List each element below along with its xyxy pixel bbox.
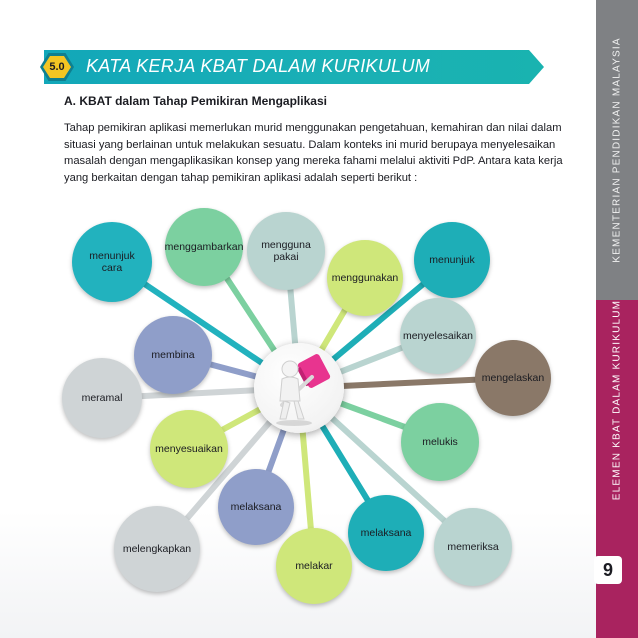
verb-label: melengkapkan — [122, 543, 192, 555]
verb-label: mengelaskan — [481, 372, 545, 384]
verb-label: menggambarkan — [164, 241, 244, 253]
verb-bubble-memeriksa: memeriksa — [434, 508, 512, 586]
verb-label: meramal — [81, 392, 123, 404]
verb-bubble-melaksana-2: melaksana — [348, 495, 424, 571]
verb-bubble-menunjuk: menunjuk — [414, 222, 490, 298]
verb-bubble-mengelaskan: mengelaskan — [475, 340, 551, 416]
verb-bubble-melengkapkan: melengkapkan — [114, 506, 200, 592]
section-header-bar — [44, 50, 544, 84]
verb-label: menunjuk — [429, 254, 475, 266]
verb-bubble-meramal: meramal — [62, 358, 142, 438]
verb-label: menunjuk cara — [89, 250, 135, 274]
chapter-label: ELEMEN KBAT DALAM KURIKULUM — [611, 299, 623, 501]
verb-bubble-menyelesaikan: menyelesaikan — [400, 298, 476, 374]
verb-label: membina — [151, 349, 195, 361]
verb-bubble-menggambarkan: menggambarkan — [165, 208, 243, 286]
verb-bubble-menyesuaikan: menyesuaikan — [150, 410, 228, 488]
verb-label: memeriksa — [447, 541, 499, 553]
section-title: KATA KERJA KBAT DALAM KURIKULUM — [86, 56, 431, 76]
verb-bubble-menggunakan: menggunakan — [327, 240, 403, 316]
intro-paragraph: Tahap pemikiran aplikasi memerlukan muri… — [64, 122, 563, 184]
verb-label: melaksana — [360, 527, 412, 539]
verb-label: menggunakan — [331, 272, 399, 284]
verb-label: mengguna pakai — [261, 239, 311, 263]
ministry-label: KEMENTERIAN PENDIDIKAN MALAYSIA — [611, 37, 623, 263]
diagram-hub — [254, 343, 344, 433]
verb-label: melukis — [422, 436, 458, 448]
page-number: 9 — [594, 556, 622, 584]
verb-bubble-melaksana: melaksana — [218, 469, 294, 545]
verb-bubble-membina: membina — [134, 316, 212, 394]
verb-bubble-mengguna-pakai: mengguna pakai — [247, 212, 325, 290]
verb-label: menyelesaikan — [402, 330, 474, 342]
subsection-heading: A. KBAT dalam Tahap Pemikiran Mengaplika… — [64, 94, 327, 108]
verb-bubble-melakar: melakar — [276, 528, 352, 604]
side-band-top — [596, 0, 638, 300]
verb-bubble-menunjuk-cara: menunjuk cara — [72, 222, 152, 302]
verb-label: melaksana — [230, 501, 282, 513]
section-number-badge: 5.0 — [43, 56, 71, 78]
verb-label: melakar — [295, 560, 333, 572]
verb-bubble-melukis: melukis — [401, 403, 479, 481]
verb-label: menyesuaikan — [155, 443, 223, 455]
figure-with-hammer-icon — [276, 354, 331, 426]
